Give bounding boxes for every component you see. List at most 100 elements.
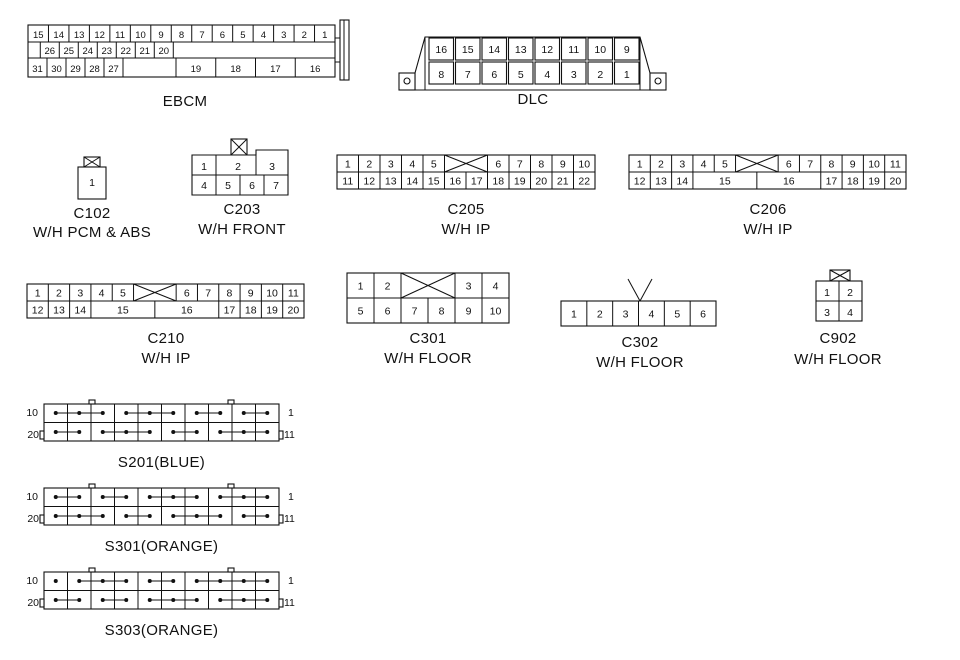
c205-pin-21: 21 — [557, 176, 569, 188]
ebcm-pin-2: 2 — [302, 30, 307, 41]
c203-sublabel: W/H FRONT — [198, 221, 286, 238]
ebcm-pin-3: 3 — [281, 30, 286, 41]
c902-label: C902 — [819, 330, 856, 347]
c205-pin-11: 11 — [342, 176, 353, 188]
c210-pin-13: 13 — [53, 305, 65, 317]
c210-pin-15: 15 — [117, 305, 129, 317]
c210-pin-6: 6 — [184, 288, 190, 300]
c206-pin-2: 2 — [658, 159, 664, 171]
c206-pin-9: 9 — [850, 159, 856, 171]
dlc-pin-3: 3 — [571, 69, 577, 81]
c206-label: C206 — [749, 201, 786, 218]
c203-pin-4: 4 — [201, 180, 207, 192]
c210-pin-3: 3 — [77, 288, 83, 300]
c203-pin-1: 1 — [201, 161, 207, 173]
dlc-pin-16: 16 — [435, 44, 447, 56]
dlc-pin-10: 10 — [594, 44, 606, 56]
c210-pin-14: 14 — [74, 305, 86, 317]
c301-pin-7: 7 — [412, 306, 418, 318]
ebcm-pin-24: 24 — [82, 46, 93, 57]
c206-pin-4: 4 — [701, 159, 707, 171]
c205-pin-18: 18 — [492, 176, 504, 188]
c302-key-right — [639, 278, 653, 302]
c205-pin-16: 16 — [449, 176, 461, 188]
c205-pin-4: 4 — [409, 159, 415, 171]
dlc-pin-4: 4 — [544, 69, 550, 81]
splice-label-left-top: 10 — [26, 491, 38, 503]
ebcm-pin-30: 30 — [51, 64, 62, 75]
c902-pin-2: 2 — [847, 287, 853, 299]
splice-label-left-top: 10 — [26, 575, 38, 587]
c206-pin-5: 5 — [722, 159, 728, 171]
c210-pin-1: 1 — [35, 288, 41, 300]
c205-sublabel: W/H IP — [441, 221, 490, 238]
c301-pin-8: 8 — [439, 306, 445, 318]
splice-label-left-bottom: 20 — [27, 597, 39, 609]
ebcm-pin-15: 15 — [33, 30, 44, 41]
c210-pin-2: 2 — [56, 288, 62, 300]
c206-pin-13: 13 — [655, 176, 667, 188]
c902-pin-3: 3 — [824, 307, 830, 319]
c302-pin-5: 5 — [674, 309, 680, 321]
c210-pin-9: 9 — [248, 288, 254, 300]
ebcm-pin-25: 25 — [63, 46, 74, 57]
c206-pin-12: 12 — [634, 176, 646, 188]
c206-pin-15: 15 — [719, 176, 731, 188]
c210-pin-11: 11 — [288, 288, 299, 300]
c205-pin-1: 1 — [345, 159, 351, 171]
ebcm-pin-23: 23 — [101, 46, 112, 57]
c210-pin-17: 17 — [224, 305, 236, 317]
c205-pin-19: 19 — [514, 176, 526, 188]
c206-pin-3: 3 — [679, 159, 685, 171]
c902-sublabel: W/H FLOOR — [794, 351, 882, 368]
ebcm-pin-31: 31 — [32, 64, 43, 75]
splice-label-left-top: 10 — [26, 407, 38, 419]
c203-pin-3: 3 — [269, 161, 275, 173]
ebcm-pin-4: 4 — [261, 30, 266, 41]
c210-label: C210 — [147, 330, 184, 347]
splice-label-right-top: 1 — [288, 407, 294, 419]
c205-pin-3: 3 — [388, 159, 394, 171]
c301-pin-4: 4 — [493, 281, 499, 293]
ebcm-pin-1: 1 — [322, 30, 327, 41]
ebcm-pin-19: 19 — [191, 64, 202, 75]
c210-pin-8: 8 — [227, 288, 233, 300]
c102-connector: 1 C102 W/H PCM & ABS — [33, 156, 151, 241]
c205-pin-10: 10 — [578, 159, 590, 171]
c205-pin-15: 15 — [428, 176, 440, 188]
c210-pin-10: 10 — [266, 288, 278, 300]
c210-pin-16: 16 — [181, 305, 193, 317]
ebcm-pin-10: 10 — [135, 30, 146, 41]
splice-label-left-bottom: 20 — [27, 513, 39, 525]
c210-pin-7: 7 — [205, 288, 211, 300]
c206-pin-8: 8 — [829, 159, 835, 171]
ebcm-pin-14: 14 — [53, 30, 64, 41]
c301-sublabel: W/H FLOOR — [384, 350, 472, 367]
splice-label-right-top: 1 — [288, 491, 294, 503]
c205-pin-6: 6 — [495, 159, 501, 171]
ebcm-pin-12: 12 — [94, 30, 105, 41]
dlc-label: DLC — [518, 91, 549, 108]
c206-pin-16: 16 — [783, 176, 795, 188]
splice-caption: S201(BLUE) — [118, 454, 205, 471]
dlc-pin-15: 15 — [462, 44, 474, 56]
dlc-pin-9: 9 — [624, 44, 630, 56]
c205-pin-14: 14 — [406, 176, 418, 188]
c206-pin-18: 18 — [847, 176, 859, 188]
ebcm-pin-16: 16 — [310, 64, 321, 75]
c302-label: C302 — [621, 334, 658, 351]
c206-pin-1: 1 — [637, 159, 643, 171]
c102-pin-1: 1 — [89, 177, 95, 189]
ebcm-pin-18: 18 — [230, 64, 241, 75]
splice-label-right-bottom: 11 — [284, 513, 295, 525]
splice-label-left-bottom: 20 — [27, 429, 39, 441]
c206-pin-19: 19 — [868, 176, 880, 188]
c902-pin-4: 4 — [847, 307, 853, 319]
c206-pin-14: 14 — [676, 176, 688, 188]
